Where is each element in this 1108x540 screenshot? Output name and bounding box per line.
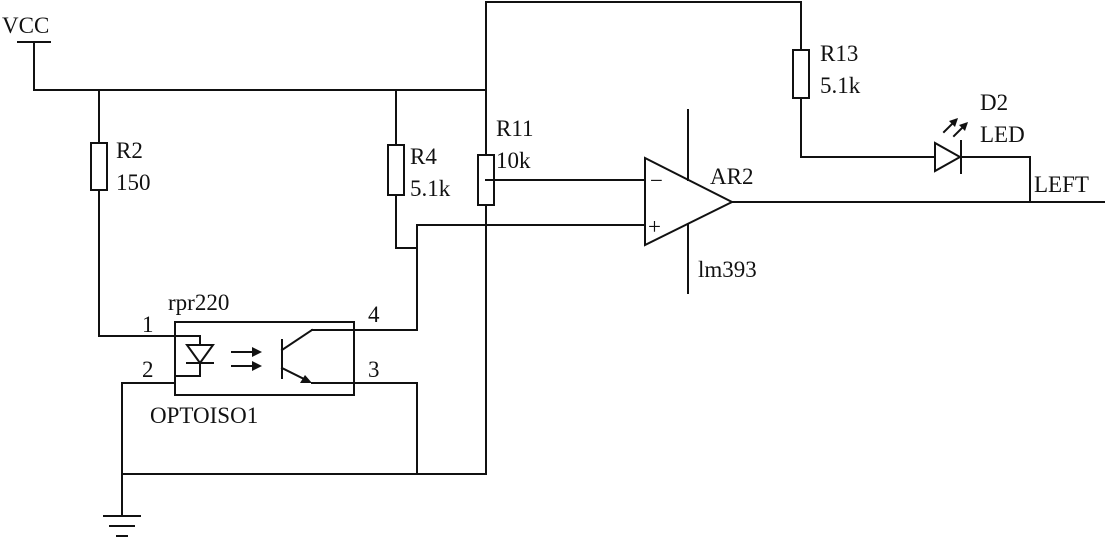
opto-part-label: rpr220 <box>168 290 229 315</box>
r4-wire-bottom <box>395 194 418 249</box>
r4-name-label: R4 <box>410 144 437 169</box>
ground-symbol <box>103 515 141 537</box>
r13-wire-bottom <box>800 97 936 158</box>
plus-input-wire <box>353 224 646 331</box>
led-emission-arrows <box>942 118 968 138</box>
resistor-r2 <box>90 142 108 191</box>
opamp-minus-sign: − <box>650 168 663 193</box>
vcc-label: VCC <box>2 13 49 38</box>
r13-name-label: R13 <box>820 41 858 66</box>
opto-light-arrows <box>231 347 262 371</box>
opto-phototransistor <box>280 328 355 384</box>
led-d2 <box>934 140 1031 203</box>
resistor-r4 <box>387 144 405 196</box>
r11-name-label: R11 <box>496 116 534 141</box>
r13-value-label: 5.1k <box>820 73 861 98</box>
opamp-part-label: lm393 <box>698 257 757 282</box>
pin3-ground-wire <box>353 382 418 475</box>
d2-type-label: LED <box>980 122 1025 147</box>
opamp-name-label: AR2 <box>710 164 753 189</box>
vcc-symbol <box>17 41 51 91</box>
r2-name-label: R2 <box>116 138 143 163</box>
pin1-label: 1 <box>142 312 154 337</box>
output-net-label: LEFT <box>1034 172 1089 197</box>
opto-name-label: OPTOISO1 <box>150 403 258 428</box>
d2-name-label: D2 <box>980 90 1008 115</box>
resistor-r13 <box>792 49 810 99</box>
optoisolator-body <box>174 321 355 396</box>
r4-value-label: 5.1k <box>410 176 451 201</box>
pin3-label: 3 <box>368 357 380 382</box>
pin2-label: 2 <box>142 357 154 382</box>
r2-value-label: 150 <box>116 170 151 195</box>
pin2-ground-wire <box>121 382 176 475</box>
r11-value-label: 10k <box>496 148 531 173</box>
opto-emitter-diode <box>174 335 215 377</box>
pin4-label: 4 <box>368 302 380 327</box>
opamp-plus-sign: + <box>648 214 661 239</box>
